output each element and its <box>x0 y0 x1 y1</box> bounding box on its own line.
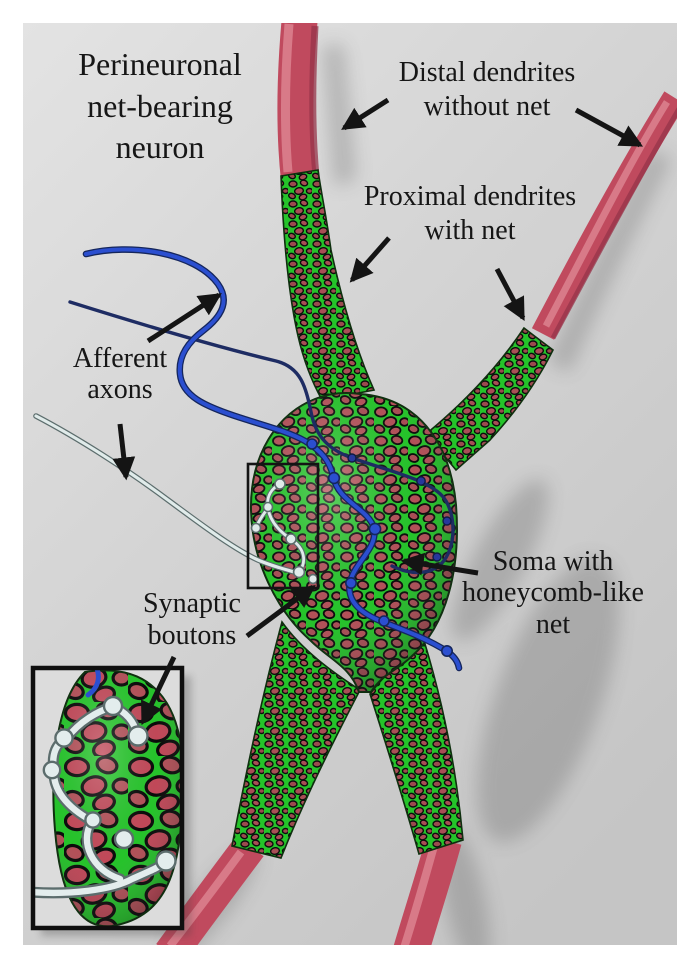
arrow-afferent-lower <box>112 423 136 481</box>
inset-magnified-view <box>30 665 191 936</box>
label-soma-line1: Soma with <box>492 546 614 577</box>
label-afferent-axons: Afferent axons <box>58 343 182 406</box>
pointer-boutons <box>140 655 177 726</box>
afferent-axon-blue <box>82 246 463 672</box>
arrow-proximal-left <box>349 236 391 283</box>
dendrite-dark-edges <box>309 25 677 340</box>
label-proximal-dendrites: Proximal dendrites with net <box>345 180 595 248</box>
arrow-afferent-upper <box>146 292 222 344</box>
afferent-axon-navy <box>68 300 455 575</box>
dendrite-highlights <box>166 23 670 945</box>
label-afferent-line1: Afferent <box>72 343 168 374</box>
soma <box>249 392 458 693</box>
label-soma-line3: net <box>535 608 571 640</box>
label-synaptic-boutons: Synaptic boutons <box>121 588 263 652</box>
label-distal-line1: Distal dendrites <box>398 57 576 88</box>
soma-shading <box>250 393 457 692</box>
proximal-dendrite-bottom-left <box>231 620 362 859</box>
proximal-dendrite-top <box>280 169 376 401</box>
label-soma: Soma with honeycomb-like net <box>441 546 665 640</box>
distal-dendrite-bottom-right <box>393 835 462 945</box>
label-title-line2: net-bearing <box>87 87 233 124</box>
label-distal-dendrites: Distal dendrites without net <box>378 56 596 124</box>
pointer-synaptic <box>245 584 316 639</box>
inset-white-axon <box>33 695 177 899</box>
label-afferent-line2: axons <box>87 374 153 406</box>
label-proximal-line2: with net <box>424 215 516 247</box>
arrow-distal-right <box>574 107 644 148</box>
blue-boutons <box>306 438 453 657</box>
label-distal-line2: without net <box>423 91 551 123</box>
distal-dendrite-top <box>277 23 318 182</box>
label-synaptic-line2: boutons <box>147 620 237 652</box>
inset-border <box>30 665 185 931</box>
magnified-region-outline <box>246 462 320 590</box>
arrow-proximal-right <box>494 267 526 322</box>
afferent-axon-white <box>33 413 319 585</box>
label-synaptic-line1: Synaptic <box>143 588 241 619</box>
inset-boutons <box>42 695 177 872</box>
navy-boutons <box>347 453 452 562</box>
inset-soma-shading <box>53 670 182 927</box>
white-synaptic-boutons <box>250 478 319 585</box>
arrow-distal-left <box>341 97 390 131</box>
label-title-line3: neuron <box>115 129 205 166</box>
label-proximal-line1: Proximal dendrites <box>363 181 577 212</box>
annotation-arrows <box>112 97 644 726</box>
label-title: Perineuronal net-bearing neuron <box>40 44 280 169</box>
pointer-soma <box>400 552 479 576</box>
label-title-line1: Perineuronal <box>78 46 242 82</box>
label-soma-line2: honeycomb-like <box>462 577 644 609</box>
